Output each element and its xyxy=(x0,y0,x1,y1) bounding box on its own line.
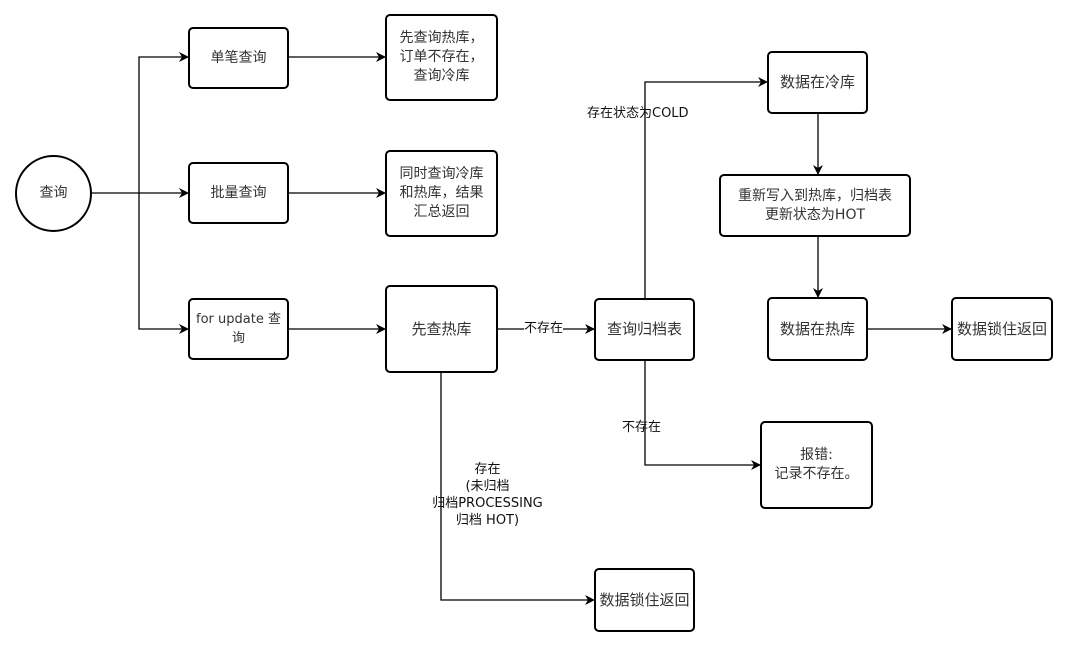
single-query-node: 单笔查询 xyxy=(188,27,289,89)
edge-label-exists-states: 存在 (未归档 归档PROCESSING 归档 HOT) xyxy=(432,462,543,528)
check-hot-node: 先查热库 xyxy=(385,285,498,373)
batch-query-node: 批量查询 xyxy=(188,162,289,224)
lock-return-right-node: 数据锁住返回 xyxy=(951,297,1053,361)
edge-checkhot-to-lockbottom xyxy=(440,372,595,605)
for-update-query-node: for update 查 询 xyxy=(188,298,289,360)
data-in-hot-node: 数据在热库 xyxy=(767,297,868,361)
batch-result-node: 同时查询冷库 和热库，结果 汇总返回 xyxy=(385,150,498,237)
error-not-exist-node: 报错: 记录不存在。 xyxy=(760,421,873,509)
query-start-node: 查询 xyxy=(15,155,92,232)
lock-return-bottom-node: 数据锁住返回 xyxy=(594,568,695,632)
edge-query-to-forupdate xyxy=(138,193,189,334)
edge-label-status-cold: 存在状态为COLD xyxy=(587,106,689,121)
edge-label-not-exist-archive: 不存在 xyxy=(622,420,662,435)
single-result-node: 先查询热库， 订单不存在， 查询冷库 xyxy=(385,14,498,101)
rewrite-hot-node: 重新写入到热库，归档表 更新状态为HOT xyxy=(719,174,911,237)
edge-archive-to-error xyxy=(644,360,761,470)
edge-query-to-single xyxy=(138,52,189,193)
edge-label-not-exist-hot: 不存在 xyxy=(524,321,564,337)
data-in-cold-node: 数据在冷库 xyxy=(767,51,868,114)
edge-archive-to-cold xyxy=(644,77,768,298)
query-archive-node: 查询归档表 xyxy=(594,298,695,361)
